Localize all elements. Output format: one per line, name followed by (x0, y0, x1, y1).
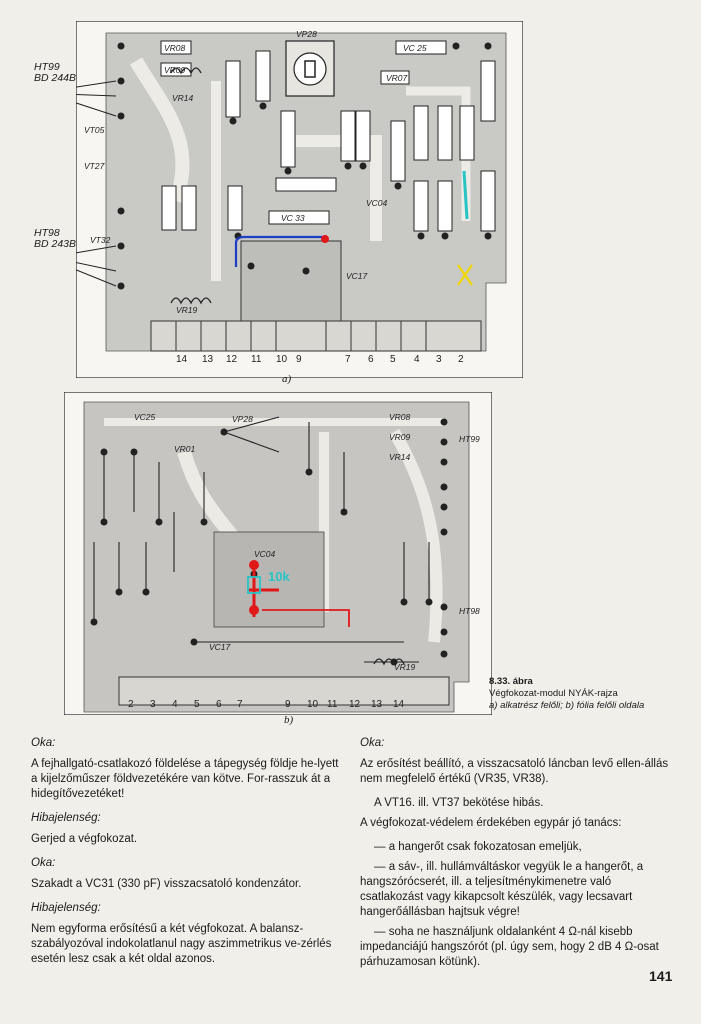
pin-number: 2 (458, 354, 464, 365)
svg-text:VR14: VR14 (389, 452, 411, 462)
pin-numbers-a: 14 13 12 11 10 9 7 6 5 4 3 2 (176, 354, 464, 365)
svg-text:VC17: VC17 (209, 642, 231, 652)
pin-number: 6 (368, 354, 374, 365)
paragraph: Az erősítést beállító, a visszacsatoló l… (360, 758, 669, 785)
svg-text:VR01: VR01 (174, 444, 196, 454)
left-text-column: Oka: A fejhallgató-csatlakozó földelése a… (31, 736, 347, 976)
paragraph: Nem egyforma erősítésű a két végfokozat.… (31, 923, 332, 965)
svg-text:VR07: VR07 (386, 73, 408, 83)
paragraph: A végfokozat-védelem érdekében egypár jó… (360, 817, 622, 829)
pin-number: 12 (349, 699, 361, 710)
caption-title: Végfokozat-modul NYÁK-rajza (489, 688, 618, 699)
pin-number: 3 (150, 699, 156, 710)
pin-number: 13 (371, 699, 383, 710)
pin-number: 14 (393, 699, 405, 710)
page-number: 141 (649, 968, 673, 984)
svg-text:VC 33: VC 33 (281, 213, 305, 223)
pin-number: 7 (237, 699, 243, 710)
svg-text:VR09: VR09 (164, 65, 186, 75)
pin-number: 14 (176, 354, 188, 365)
ht98-name: HT98 (34, 227, 60, 239)
pin-number: 6 (216, 699, 222, 710)
right-text-column: Oka: Az erősítést beállító, a visszacsato… (360, 736, 674, 975)
svg-text:HT99: HT99 (459, 434, 480, 444)
svg-text:VP28: VP28 (232, 414, 253, 424)
ht98-label: HT98 BD 243B (34, 228, 76, 250)
pin-number: 4 (172, 699, 178, 710)
pin-number: 9 (296, 354, 302, 365)
figure-caption: 8.33. ábra Végfokozat-modul NYÁK-rajza a… (489, 676, 689, 712)
svg-text:VC04: VC04 (366, 198, 388, 208)
cyan-mark (462, 170, 469, 220)
svg-text:VT05: VT05 (84, 125, 105, 135)
figure-label-b: b) (284, 714, 294, 726)
svg-text:VR19: VR19 (176, 305, 198, 315)
paragraph: Gerjed a végfokozat. (31, 833, 138, 845)
svg-text:VT27: VT27 (84, 161, 105, 171)
pin-number: 11 (327, 699, 338, 710)
pin-number: 10 (307, 699, 319, 710)
svg-text:VP28: VP28 (296, 29, 317, 39)
pin-number: 11 (251, 354, 262, 365)
pin-number: 3 (436, 354, 442, 365)
paragraph: A fejhallgató-csatlakozó földelése a táp… (31, 758, 339, 800)
svg-text:VC 25: VC 25 (403, 43, 427, 53)
svg-text:VR19: VR19 (394, 662, 416, 672)
svg-text:VC17: VC17 (346, 271, 368, 281)
caption-number: 8.33. ábra (489, 676, 533, 687)
svg-text:HT98: HT98 (459, 606, 480, 616)
pin-number: 13 (202, 354, 214, 365)
annotation-10k: 10k (268, 569, 290, 584)
yellow-cross-mark (457, 264, 473, 286)
ht99-name: HT99 (34, 61, 60, 73)
section-heading: Oka: (31, 737, 56, 749)
svg-text:VR08: VR08 (389, 412, 411, 422)
section-heading: Hibajelenség: (31, 812, 101, 824)
pin-number: 10 (276, 354, 288, 365)
svg-text:VR14: VR14 (172, 93, 194, 103)
pin-number: 5 (390, 354, 396, 365)
ht99-label: HT99 BD 244B (34, 62, 76, 84)
pin-number: 7 (345, 354, 351, 365)
pin-number: 2 (128, 699, 134, 710)
section-heading: Hibajelenség: (31, 902, 101, 914)
paragraph: — a sáv-, ill. hullámváltáskor vegyük le… (360, 861, 644, 918)
pin-number: 5 (194, 699, 200, 710)
svg-text:VR08: VR08 (164, 43, 186, 53)
ht99-type: BD 244B (34, 72, 77, 84)
figure-label-a: a) (282, 373, 292, 385)
pin-numbers-b: 2 3 4 5 6 7 9 10 11 12 13 14 (128, 699, 405, 710)
svg-text:VC04: VC04 (254, 549, 276, 559)
pin-number: 12 (226, 354, 238, 365)
svg-text:VC25: VC25 (134, 412, 156, 422)
caption-subtitle: a) alkatrész felőli; b) fólia felőli old… (489, 700, 645, 711)
section-heading: Oka: (31, 857, 56, 869)
ht98-type: BD 243B (34, 238, 77, 250)
blue-wire-mark (234, 235, 323, 267)
pin-number: 4 (414, 354, 420, 365)
svg-text:VR09: VR09 (389, 432, 411, 442)
paragraph: — soha ne használjunk oldalanként 4 Ω-ná… (360, 926, 659, 968)
paragraph: Szakadt a VC31 (330 pF) visszacsatoló ko… (31, 878, 302, 890)
paragraph: — a hangerőt csak fokozatosan emeljük, (374, 841, 582, 853)
paragraph: A VT16. ill. VT37 bekötése hibás. (374, 797, 544, 809)
section-heading: Oka: (360, 737, 385, 749)
svg-text:VT32: VT32 (90, 235, 111, 245)
pin-number: 9 (285, 699, 291, 710)
